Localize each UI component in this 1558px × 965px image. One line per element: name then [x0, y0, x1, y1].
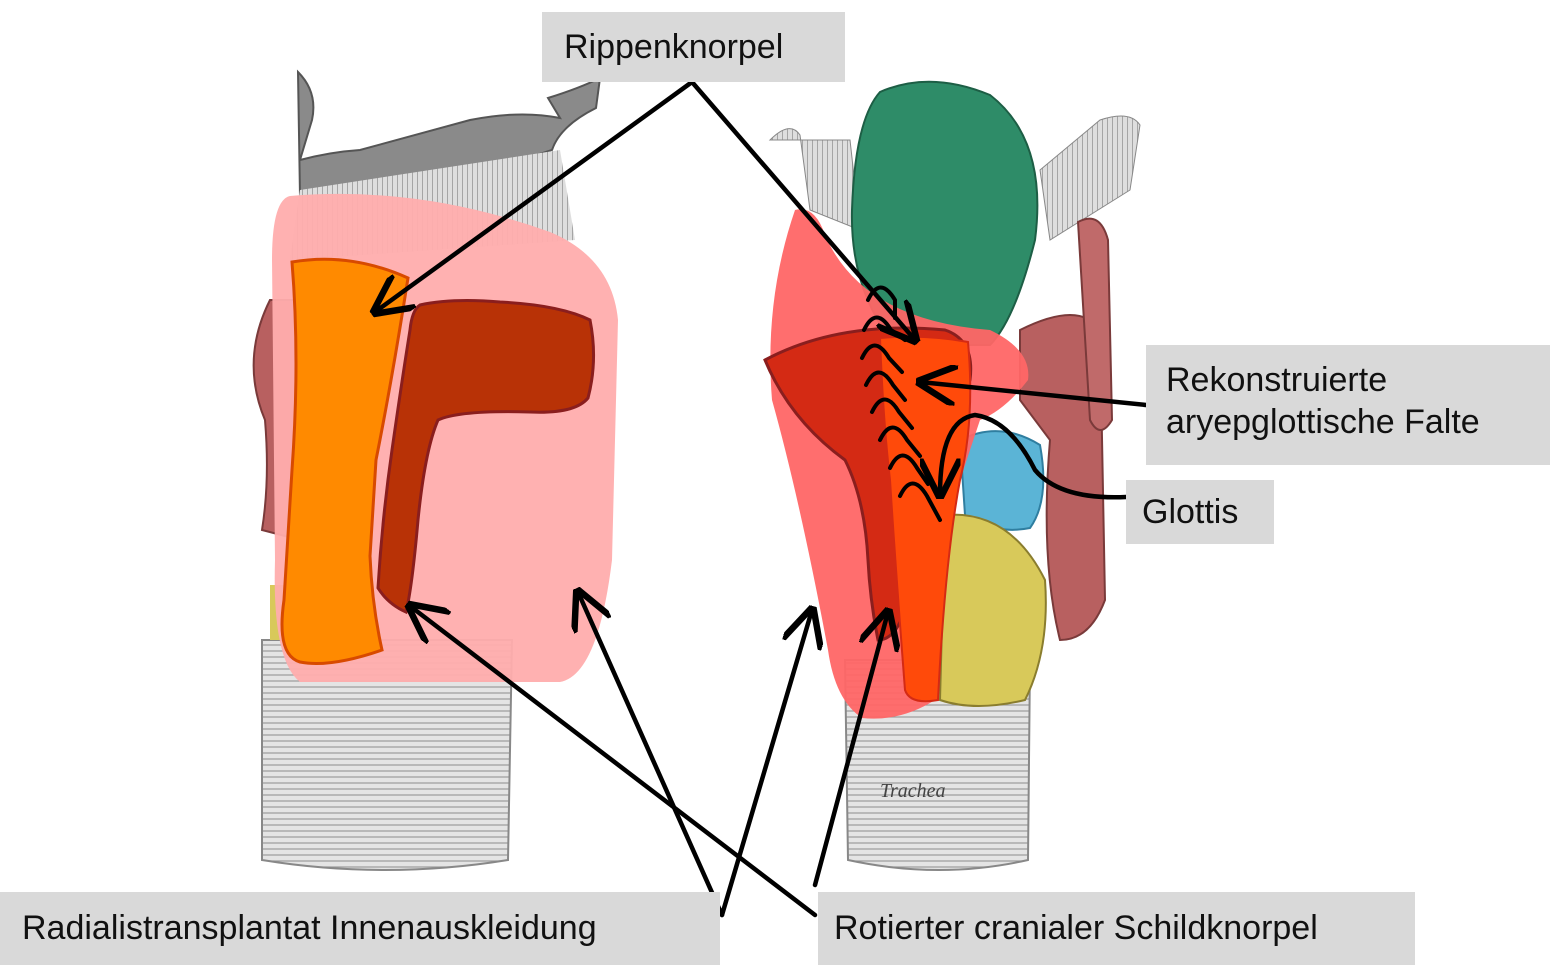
label-glottis: Glottis [1126, 480, 1274, 544]
label-rotierter-schildknorpel-text: Rotierter cranialer Schildknorpel [834, 909, 1318, 947]
label-rekonstruierte-line1: Rekonstruierte [1166, 359, 1550, 401]
label-glottis-text: Glottis [1142, 493, 1238, 531]
cuneiform-cartilage [960, 431, 1043, 530]
arrow-radialis-right [722, 610, 812, 915]
right-larynx-illustration [765, 82, 1140, 870]
left-larynx-illustration [254, 72, 618, 870]
label-radialistransplantat-text: Radialistransplantat Innenauskleidung [22, 909, 597, 947]
right-membrane-left [770, 129, 860, 230]
label-rippenknorpel: Rippenknorpel [542, 12, 845, 82]
trachea-text: Trachea [880, 780, 946, 802]
label-rippenknorpel-text: Rippenknorpel [564, 28, 783, 66]
label-rotierter-schildknorpel: Rotierter cranialer Schildknorpel [818, 892, 1415, 965]
arrow-radialis-left [578, 592, 722, 915]
label-radialistransplantat: Radialistransplantat Innenauskleidung [0, 892, 720, 965]
cricoid-cartilage [940, 515, 1046, 706]
label-rekonstruierte-line2: aryepglottische Falte [1166, 401, 1550, 443]
label-rekonstruierte-falte: Rekonstruierte aryepglottische Falte [1146, 345, 1550, 465]
